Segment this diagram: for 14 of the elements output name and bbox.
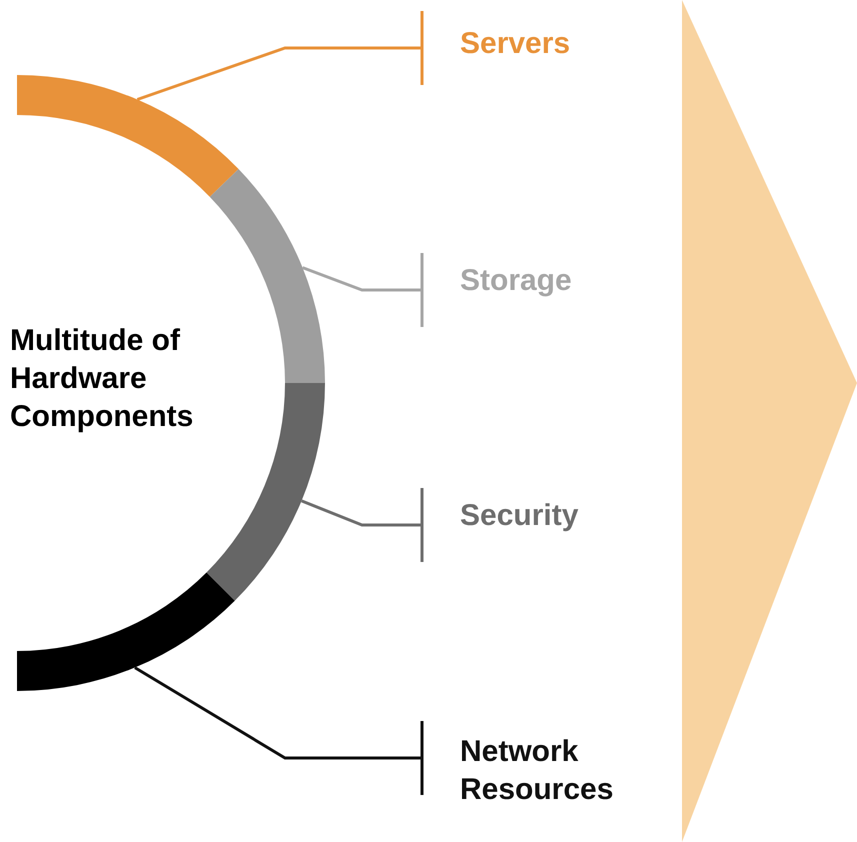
segment-label: Network Resources xyxy=(460,733,680,809)
segment-label: Storage xyxy=(460,262,660,300)
ring-segment xyxy=(206,383,325,601)
leader-line xyxy=(134,666,424,795)
center-label: Multitude of Hardware Components xyxy=(10,323,194,435)
leader-line xyxy=(136,11,424,101)
ring-segment xyxy=(17,572,235,691)
ring-segment xyxy=(17,75,239,197)
ring-segment xyxy=(210,169,325,383)
leader-line xyxy=(302,253,424,327)
chevron-shape xyxy=(682,0,857,842)
segment-label: Security xyxy=(460,497,660,535)
leader-line xyxy=(301,488,424,562)
segment-label: Servers xyxy=(460,25,660,63)
